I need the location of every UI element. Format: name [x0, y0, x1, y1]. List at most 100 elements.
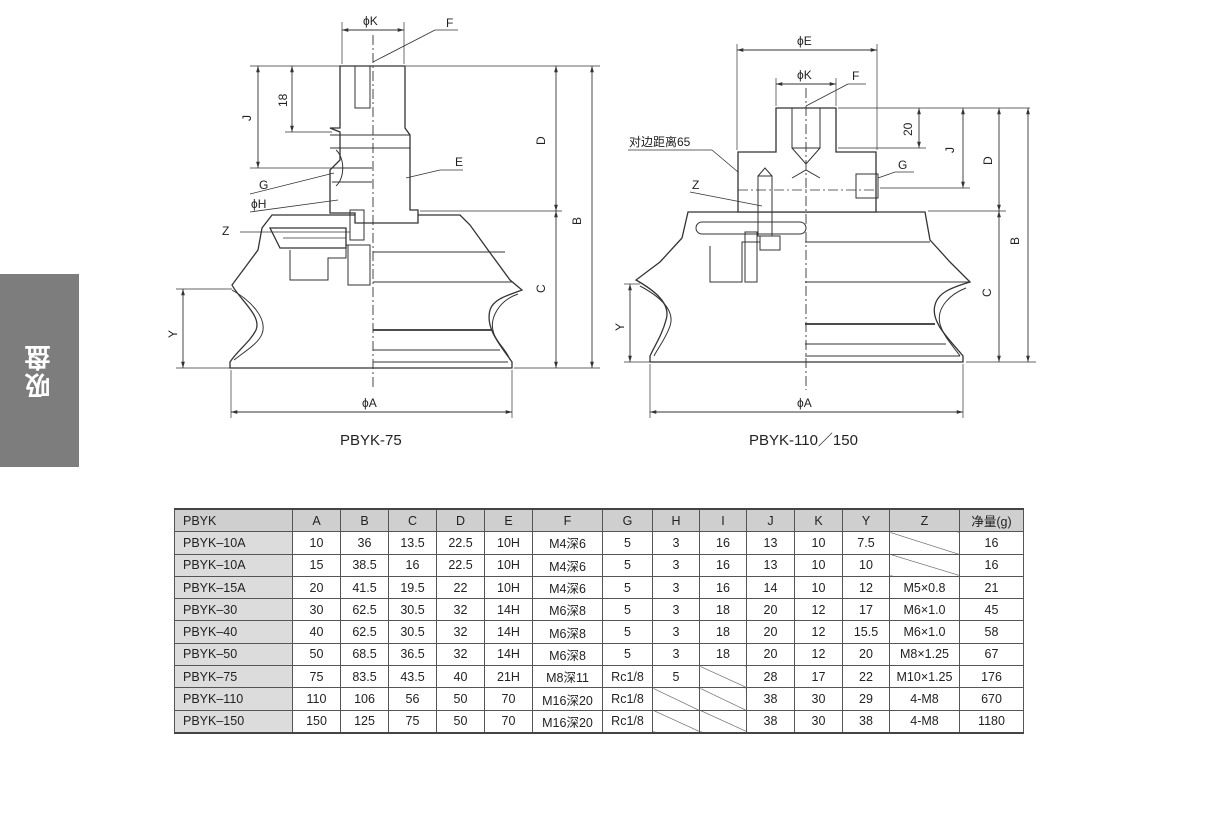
table-cell: 38 — [746, 709, 795, 734]
table-cell: 12 — [794, 598, 843, 622]
table-cell: 10 — [794, 575, 843, 600]
label-C-left: C — [534, 284, 548, 293]
col-header: PBYK — [174, 508, 293, 533]
table-cell: Rc1/8 — [602, 665, 653, 689]
table-cell: 14 — [746, 575, 795, 600]
label-G-left: G — [259, 178, 268, 192]
table-cell: 17 — [794, 665, 843, 689]
table-cell: 32 — [436, 620, 485, 644]
table-cell: 62.5 — [340, 620, 389, 644]
table-cell: 670 — [959, 687, 1024, 711]
table-cell: 20 — [842, 642, 890, 667]
col-header: G — [602, 508, 653, 533]
table-cell: 150 — [292, 709, 341, 734]
table-cell: 5 — [602, 598, 653, 622]
table-cell: 22.5 — [436, 553, 485, 577]
table-cell: Rc1/8 — [602, 709, 653, 734]
side-category-tab: 吸盘 — [0, 274, 79, 467]
table-cell: 28 — [746, 665, 795, 689]
technical-drawings: ϕK F J 18 D E G ϕH Z B C Y ϕA PBYK-75 — [166, 14, 1036, 449]
col-header: E — [484, 508, 533, 533]
label-across-flats: 对边距离65 — [629, 134, 691, 149]
table-cell: 176 — [959, 665, 1024, 689]
table-cell: 3 — [652, 553, 700, 577]
table-cell: 16 — [388, 553, 437, 577]
table-cell: M6深8 — [532, 642, 603, 667]
col-header: 净量(g) — [959, 508, 1024, 533]
cup-outline-right — [634, 211, 972, 363]
col-header: I — [699, 508, 747, 533]
table-cell: 10 — [292, 531, 341, 555]
label-Z-right: Z — [692, 178, 699, 192]
table-cell: 7.5 — [842, 531, 890, 555]
table-cell: M8×1.25 — [889, 642, 960, 667]
table-cell: Rc1/8 — [602, 687, 653, 711]
label-phiH-left: ϕH — [251, 197, 266, 211]
table-cell: 43.5 — [388, 665, 437, 689]
drawing-pbyk-75 — [176, 22, 600, 418]
table-cell: 36.5 — [388, 642, 437, 667]
table-cell — [699, 709, 747, 734]
table-cell: M4深6 — [532, 531, 603, 555]
table-cell: 40 — [436, 665, 485, 689]
table-cell: 30 — [794, 687, 843, 711]
table-cell: M6×1.0 — [889, 620, 960, 644]
table-cell: 36 — [340, 531, 389, 555]
table-cell: 30.5 — [388, 620, 437, 644]
table-cell: M8深11 — [532, 665, 603, 689]
table-cell: 70 — [484, 687, 533, 711]
table-cell — [699, 665, 747, 689]
label-J-left: J — [240, 115, 254, 121]
table-cell: 20 — [746, 620, 795, 644]
col-header: H — [652, 508, 700, 533]
label-Y-left: Y — [166, 330, 180, 338]
table-cell — [889, 553, 960, 577]
table-cell: M4深6 — [532, 553, 603, 577]
label-C-right: C — [980, 288, 994, 297]
table-cell: 10 — [794, 553, 843, 577]
row-header: PBYK–110 — [174, 687, 293, 711]
table-cell: 5 — [652, 665, 700, 689]
row-header: PBYK–10A — [174, 531, 293, 555]
table-cell: 22 — [436, 575, 485, 600]
label-D-left: D — [534, 136, 548, 145]
table-cell: 30.5 — [388, 598, 437, 622]
table-cell: M4深6 — [532, 575, 603, 600]
col-header: K — [794, 508, 843, 533]
table-cell: 16 — [699, 553, 747, 577]
table-cell: 21H — [484, 665, 533, 689]
table-cell: 83.5 — [340, 665, 389, 689]
adaptor-body-right — [737, 107, 877, 213]
table-cell: 16 — [699, 575, 747, 600]
table-cell: 20 — [746, 598, 795, 622]
table-cell: 21 — [959, 575, 1024, 600]
table-cell: 62.5 — [340, 598, 389, 622]
table-cell: 4-M8 — [889, 687, 960, 711]
drawing-pbyk-110-150-labels: ϕE ϕK F 对边距离65 20 J D G Z B C Y ϕA PBYK-… — [613, 34, 1022, 449]
table-cell: 10H — [484, 531, 533, 555]
table-cell: 16 — [699, 531, 747, 555]
table-header-row: PBYK A B C D E F G H I J K Y Z 净量(g) — [174, 508, 1024, 533]
table-cell: 38.5 — [340, 553, 389, 577]
caption-pbyk-110-150: PBYK-110／150 — [749, 432, 858, 449]
row-header: PBYK–40 — [174, 620, 293, 644]
label-J-right: J — [943, 147, 957, 153]
label-B-left: B — [570, 217, 584, 225]
table-cell: 20 — [746, 642, 795, 667]
col-header: J — [746, 508, 795, 533]
row-header: PBYK–75 — [174, 665, 293, 689]
row-header: PBYK–50 — [174, 642, 293, 667]
label-phiK-right: ϕK — [797, 68, 812, 82]
cup-outline-left — [229, 214, 524, 369]
table-cell: 125 — [340, 709, 389, 734]
table-cell: 3 — [652, 598, 700, 622]
table-cell: 67 — [959, 642, 1024, 667]
